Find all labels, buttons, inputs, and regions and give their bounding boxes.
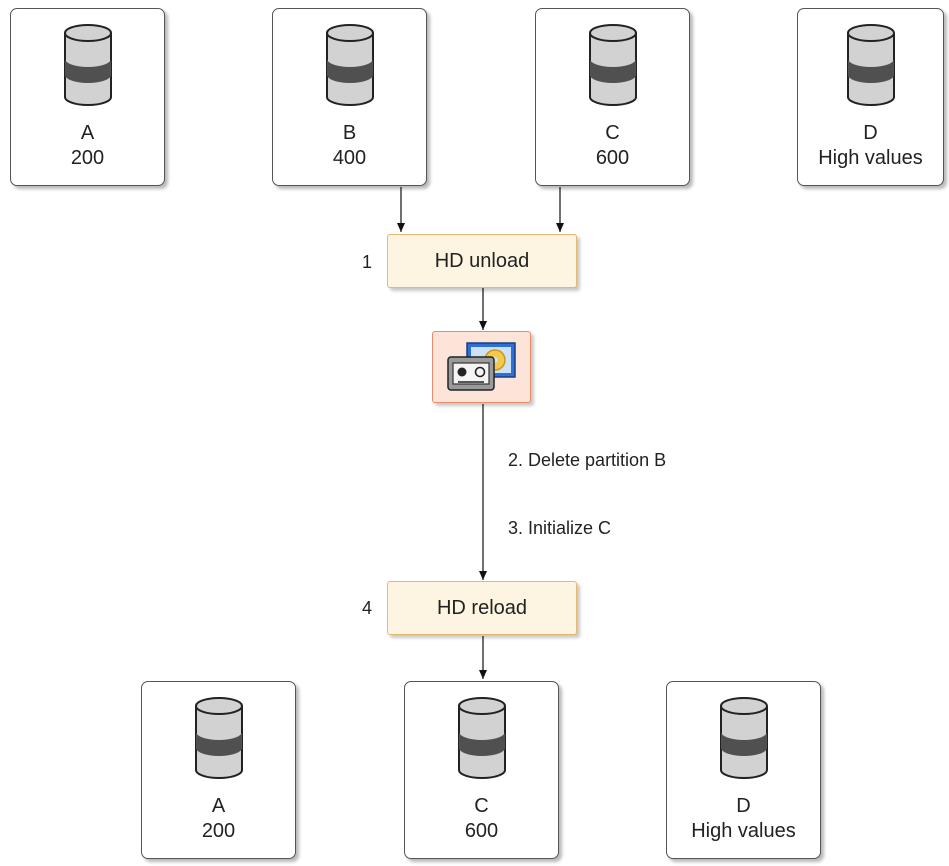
database-cylinder-icon [588, 24, 637, 106]
database-cylinder-icon [63, 24, 112, 106]
database-cylinder-icon [194, 697, 243, 779]
unloaded-dataset [432, 331, 531, 403]
initialize-note: 3. Initialize C [508, 518, 612, 538]
hd-reload-step: HD reload [387, 581, 577, 635]
database-cylinder-icon [325, 24, 374, 106]
step-number-unload: 1 [362, 252, 373, 272]
step-number-reload: 4 [362, 598, 373, 618]
hd-unload-step: HD unload [387, 234, 577, 288]
tape-dataset-icon [447, 342, 516, 391]
delete-partition-note: 2. Delete partition B [508, 450, 667, 470]
database-cylinder-icon [719, 697, 768, 779]
database-cylinder-icon [846, 24, 895, 106]
database-cylinder-icon [457, 697, 506, 779]
